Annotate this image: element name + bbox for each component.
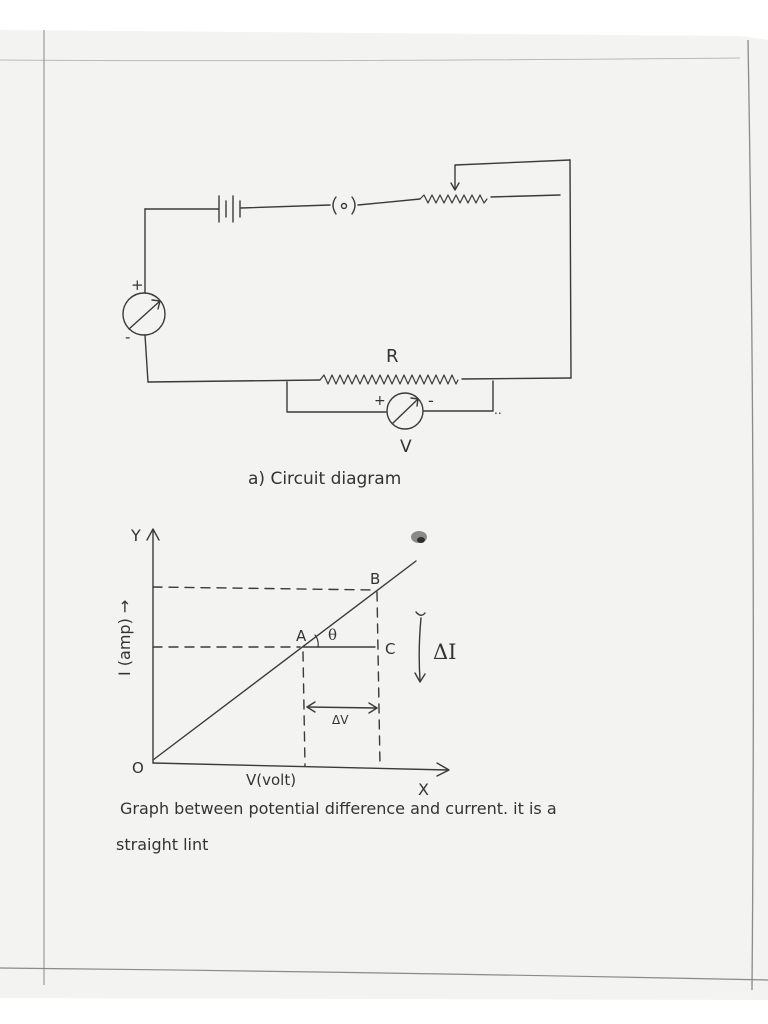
key-symbol (332, 196, 421, 215)
right-wire (569, 159, 572, 379)
voltmeter-plus-label: + (374, 393, 386, 409)
delta-i-label: ΔI (433, 640, 456, 664)
ink-smudge (411, 531, 427, 543)
origin-label: O (132, 759, 144, 777)
y-axis-label: I (amp) → (115, 600, 134, 676)
page-right-edge (747, 39, 754, 991)
voltmeter: .. + - V (286, 380, 502, 457)
bottom-wire-left (147, 379, 321, 383)
svg-text:..: .. (494, 403, 502, 417)
left-wire-bottom (144, 334, 149, 383)
battery-symbol (144, 195, 331, 223)
x-axis-label: V(volt) (246, 771, 296, 789)
point-c-label: C (385, 640, 395, 658)
ammeter: + - (122, 276, 166, 346)
point-b-label: B (370, 570, 380, 588)
voltmeter-label: V (400, 437, 412, 457)
resistor-symbol: R (319, 346, 459, 385)
resistor-label: R (386, 346, 399, 367)
angle-theta-label: θ (328, 626, 337, 644)
delta-v-label: ΔV (332, 713, 349, 727)
ammeter-plus-label: + (131, 276, 144, 294)
note-line-2: straight lint (116, 835, 208, 854)
x-axis-letter: X (418, 780, 429, 799)
dash-from-a-vertical (302, 651, 306, 767)
page-bottom-line (0, 967, 768, 981)
delta-v-marker: ΔV (306, 701, 378, 727)
delta-i-marker: ΔI (414, 611, 456, 683)
ammeter-minus-label: - (125, 328, 130, 346)
dash-from-b-horizontal (152, 586, 377, 591)
y-axis-letter: Y (130, 526, 141, 545)
bottom-wire-right (461, 377, 572, 380)
paper-sheet (0, 30, 768, 1000)
circuit-caption: a) Circuit diagram (248, 469, 401, 489)
x-axis: X (152, 762, 450, 799)
point-a-label: A (296, 627, 307, 645)
circuit-diagram: + - R .. + - V a) Circuit diagram (122, 159, 572, 489)
rheostat-symbol (419, 159, 571, 204)
angle-arc (314, 634, 319, 648)
page-top-edge (0, 57, 741, 62)
note-line-1: Graph between potential difference and c… (120, 799, 557, 818)
voltmeter-minus-label: - (428, 391, 434, 410)
vi-graph: Y X O I (amp) → V(volt) A B C θ ΔI (115, 526, 456, 799)
dash-from-b-vertical (376, 591, 381, 767)
vi-line (152, 560, 417, 761)
